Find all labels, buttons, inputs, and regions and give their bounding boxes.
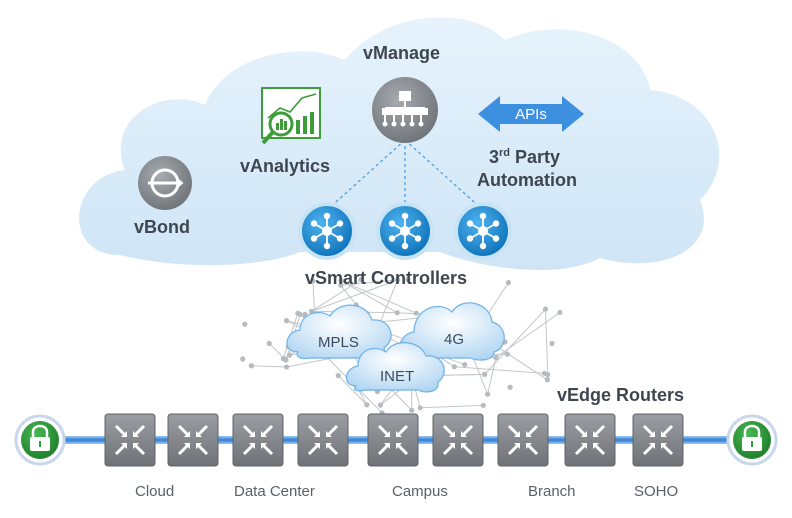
mesh-node [482, 371, 488, 377]
transport-label: MPLS [318, 334, 359, 351]
router-arrows-icon [167, 413, 219, 467]
mesh-node [283, 318, 290, 324]
api-label: APIs [515, 106, 547, 123]
mesh-node [248, 363, 255, 369]
mesh-node [338, 282, 344, 288]
router-arrows-icon [564, 413, 616, 467]
mesh-node [266, 340, 272, 346]
mesh-node [413, 310, 419, 316]
router-arrows-icon [632, 413, 684, 467]
mesh-node [545, 372, 551, 378]
padlock-icon [14, 414, 66, 466]
mesh-link [337, 375, 368, 406]
router-arrows-icon [432, 413, 484, 467]
controller-hub-icon [376, 202, 434, 260]
mesh-node [505, 280, 512, 286]
router-arrows-icon [367, 413, 419, 467]
site-label-data-center: Data Center [234, 483, 315, 500]
mesh-link [420, 404, 484, 409]
vanalytics-icon [261, 87, 321, 145]
transport-label: 4G [444, 331, 464, 348]
vedge-label: vEdge Routers [557, 385, 685, 405]
mesh-link [311, 279, 398, 312]
mesh-node [507, 384, 513, 390]
mesh-node [493, 354, 499, 361]
mesh-node [240, 356, 246, 362]
mesh-link [251, 365, 287, 368]
mesh-node [462, 361, 468, 368]
site-label-soho: SOHO [634, 483, 679, 500]
mesh-node [405, 276, 411, 283]
mesh-node [283, 364, 290, 370]
mesh-node [358, 277, 364, 283]
vmanage-icon [372, 77, 438, 143]
mesh-link [311, 279, 362, 312]
third-party-sup: rd [499, 147, 511, 159]
controller-hub-icon [454, 202, 512, 260]
mesh-link [495, 312, 561, 358]
transport-cloud-mpls [286, 304, 392, 362]
mesh-node [557, 309, 563, 316]
transport-cloud-inet [345, 342, 445, 393]
mesh-node [242, 321, 248, 327]
mesh-link [454, 366, 545, 374]
mesh-node [283, 357, 289, 363]
mesh-link [340, 284, 357, 306]
mesh-node [377, 402, 384, 408]
transport-cloud-4g [400, 302, 505, 361]
site-label-campus: Campus [392, 483, 448, 500]
mesh-node [338, 278, 344, 284]
site-label-branch: Branch [528, 483, 576, 500]
mesh-node [364, 402, 370, 408]
overlay-cloud [79, 17, 720, 271]
transport-label: INET [380, 368, 414, 385]
third-party-text: Party [510, 147, 561, 167]
padlock-icon [726, 414, 778, 466]
mesh-link [487, 357, 497, 395]
mesh-node [480, 402, 486, 408]
mesh-node [394, 310, 400, 316]
mesh-node [310, 278, 316, 284]
mesh-link [340, 280, 417, 314]
mesh-node [395, 277, 401, 283]
vbond-icon [138, 156, 192, 210]
router-arrows-icon [232, 413, 284, 467]
third-party-num: 3 [489, 147, 500, 167]
vanalytics-label: vAnalytics [240, 156, 331, 176]
mesh-node [286, 352, 293, 358]
mesh-node [484, 391, 491, 397]
router-arrows-icon [497, 413, 549, 467]
mesh-node [549, 340, 555, 347]
vbond-label: vBond [134, 217, 190, 237]
mesh-link [544, 309, 549, 375]
third-party-label: 3rd Party [489, 147, 560, 168]
vmanage-controller-links [326, 139, 484, 211]
controller-hub-icon [298, 202, 356, 260]
mesh-node [451, 364, 457, 370]
vedge-routers [104, 413, 684, 467]
vsmart-controllers [298, 202, 512, 260]
automation-label: Automation [477, 170, 577, 190]
mesh-node [335, 373, 341, 379]
mesh-node [409, 407, 415, 413]
mesh-node [542, 306, 549, 312]
mesh-node [544, 377, 550, 383]
site-label-cloud: Cloud [135, 483, 175, 500]
mesh-node [295, 310, 301, 316]
mesh-node [504, 351, 510, 357]
router-arrows-icon [104, 413, 156, 467]
router-arrows-icon [297, 413, 349, 467]
vmanage-label: vManage [363, 43, 441, 63]
api-arrow-icon [478, 96, 584, 132]
vsmart-label: vSmart Controllers [305, 268, 468, 288]
mesh-node [417, 405, 423, 411]
